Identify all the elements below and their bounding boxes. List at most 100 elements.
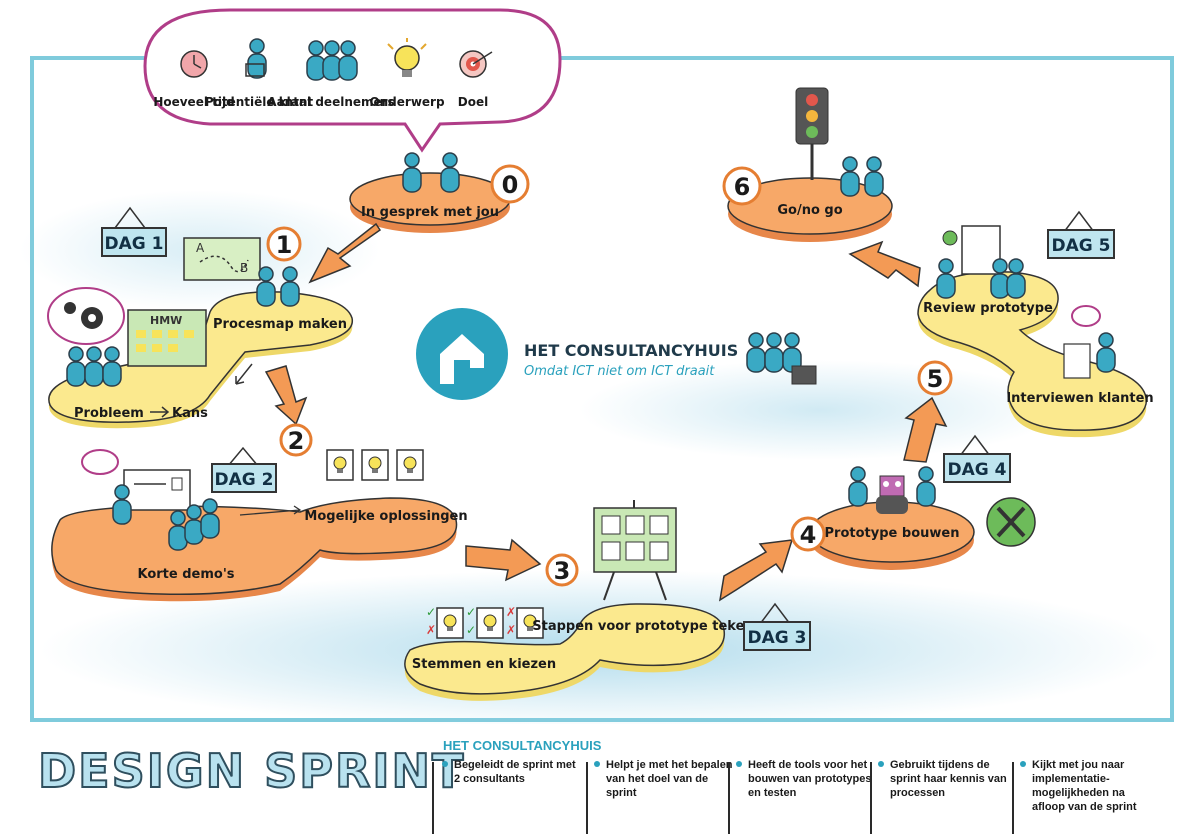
arrow-5-6 (848, 240, 921, 288)
divider (1012, 762, 1014, 834)
idea-bulbs-top (326, 449, 424, 481)
svg-text:✗: ✗ (426, 623, 436, 637)
bubble-label-tijd: Hoeveel tijd (153, 95, 234, 109)
station-0: In gesprek met jou 0 (349, 152, 530, 233)
step-5-number: 5 (927, 365, 944, 393)
arrow-0-1 (308, 222, 382, 284)
bubble-label-deelnemers: Aantal deelnemers (267, 95, 394, 109)
divider (870, 762, 872, 834)
group-day-1 (66, 346, 122, 387)
thin-arrow-down (235, 363, 253, 385)
probleem-label: Probleem (74, 406, 144, 421)
svg-text:✓: ✓ (466, 605, 476, 619)
logo-name: HET CONSULTANCYHUIS (524, 341, 738, 360)
dag-4-sign: DAG 4 (943, 434, 1011, 483)
group-icon (306, 40, 358, 81)
company-logo: HET CONSULTANCYHUIS Omdat ICT niet om IC… (416, 308, 738, 400)
storyboard-easel (593, 500, 677, 601)
hmw-board: HMW (127, 309, 207, 367)
footer: DESIGN SPRINT HET CONSULTANCYHUIS Begele… (0, 724, 1200, 840)
step-0-number: 0 (502, 171, 519, 199)
target-icon (459, 50, 493, 78)
dag-5-label: DAG 5 (1052, 236, 1111, 256)
process-map-board: A B (183, 237, 261, 281)
station-6: Go/no go 6 (722, 87, 893, 242)
kans-label: Kans (172, 406, 208, 421)
step-2-number-badge: 2 (279, 423, 313, 457)
interviewen-label: Interviewen klanten (1006, 391, 1153, 406)
stemmen-label: Stemmen en kiezen (412, 657, 556, 672)
map-a: A (196, 241, 205, 255)
step-6-label: Go/no go (777, 203, 842, 218)
svg-text:✗: ✗ (506, 623, 516, 637)
step-3-number-badge: 3 (545, 553, 579, 587)
traffic-light-icon (795, 87, 829, 180)
divider (432, 762, 434, 834)
bullet-3: Heeft de tools voor het bouwen van proto… (734, 758, 876, 800)
step-4-label: Prototype bouwen (825, 526, 960, 541)
step-5-number-badge: 5 (917, 360, 953, 396)
bullet-4: Gebruikt tijdens de sprint haar kennis v… (876, 758, 1018, 800)
divider (728, 762, 730, 834)
dag-1-sign: DAG 1 (101, 206, 167, 257)
arrow-4-5 (903, 396, 948, 463)
logo-tagline: Omdat ICT niet om ICT draait (524, 364, 715, 379)
robot-icon (876, 475, 908, 514)
bubble-label-doel: Doel (458, 95, 488, 109)
tools-icon (986, 497, 1036, 547)
arrow-2-3 (465, 538, 542, 582)
page-title: DESIGN SPRINT (37, 743, 466, 799)
svg-text:✗: ✗ (506, 605, 516, 619)
bullet-4-text: Gebruikt tijdens de sprint haar kennis v… (890, 759, 1007, 799)
stappen-label: Stappen voor prototype tekenen (532, 619, 771, 634)
step-1-number-badge: 1 (266, 226, 302, 262)
step-4-number: 4 (800, 521, 817, 549)
station-day-5: Review prototype Interviewen klanten (917, 225, 1154, 438)
step-2-number: 2 (288, 427, 305, 455)
divider (586, 762, 588, 834)
dag-5-sign: DAG 5 (1047, 210, 1115, 259)
bullet-5: Kijkt met jou naar implementatie-mogelij… (1018, 758, 1160, 814)
step-1-label: Procesmap maken (213, 317, 347, 332)
demos-label: Korte demo's (137, 567, 234, 582)
clock-icon (180, 50, 208, 78)
gears-cloud-icon (47, 287, 125, 345)
bubble-label-klant: Potentiële klant (205, 95, 314, 109)
bullet-5-text: Kijkt met jou naar implementatie-mogelij… (1032, 759, 1137, 813)
station-day-3: Stappen voor prototype tekenen Stemmen e… (404, 603, 772, 701)
step-1-number: 1 (276, 231, 293, 259)
person-cart-icon (245, 38, 267, 79)
bubble-label-onderwerp: Onderwerp (369, 95, 445, 109)
voting-bulbs: ✓ ✗ ✓ ✓ ✗ ✗ (426, 605, 544, 639)
sprint-diagram: Hoeveel tijd Potentiële klant Aantal dee… (20, 8, 1174, 730)
svg-text:✓: ✓ (426, 605, 436, 619)
step-6-number: 6 (734, 173, 751, 201)
oplossingen-label: Mogelijke oplossingen (304, 509, 467, 524)
step-0-label: In gesprek met jou (361, 205, 499, 220)
dag-3-label: DAG 3 (748, 628, 807, 648)
chat-bubble-icon (81, 449, 119, 475)
bullet-1: Begeleidt de sprint met 2 consultants (440, 758, 582, 786)
consultant-team-icon (746, 332, 817, 385)
dag-3-sign: DAG 3 (743, 602, 811, 651)
kans-arrow (150, 406, 170, 418)
review-label: Review prototype (923, 301, 1053, 316)
hmw-label: HMW (150, 314, 182, 327)
bullet-1-text: Begeleidt de sprint met 2 consultants (454, 759, 576, 785)
bullet-2-text: Helpt je met het bepalen van het doel va… (606, 759, 733, 799)
arrow-1-2 (264, 365, 308, 426)
station-4: Prototype bouwen 4 (790, 466, 975, 570)
lightbulb-icon (387, 38, 427, 77)
dag-1-label: DAG 1 (105, 234, 164, 254)
dag-2-label: DAG 2 (215, 470, 274, 490)
dag-2-sign: DAG 2 (211, 446, 277, 493)
briefcase-icon (791, 365, 817, 385)
svg-text:✓: ✓ (466, 623, 476, 637)
bullet-3-text: Heeft de tools voor het bouwen van proto… (748, 759, 872, 799)
step-3-number: 3 (554, 557, 571, 585)
footer-company: HET CONSULTANCYHUIS (443, 738, 602, 753)
bullet-2: Helpt je met het bepalen van het doel va… (592, 758, 734, 800)
map-b: B (240, 261, 248, 275)
dag-4-label: DAG 4 (948, 460, 1007, 480)
